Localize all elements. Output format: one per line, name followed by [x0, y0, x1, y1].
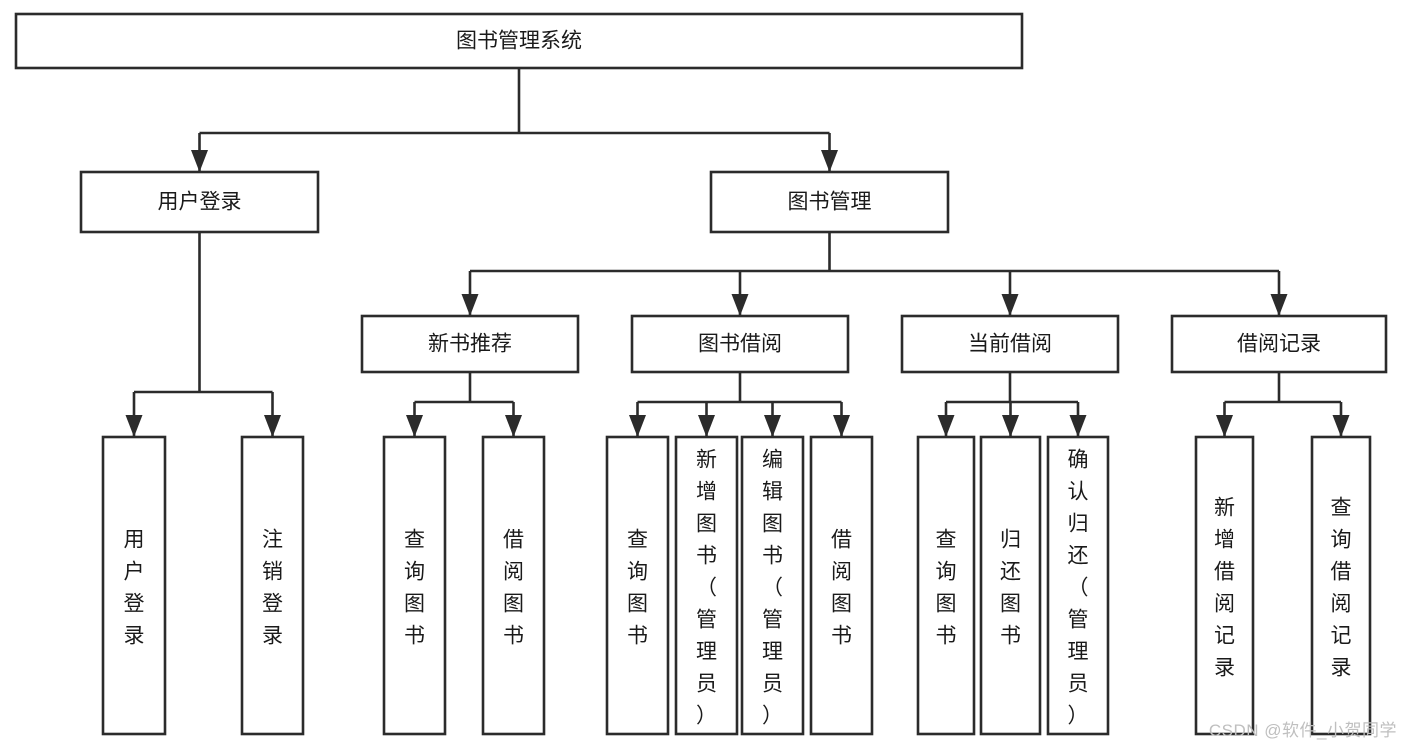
arrow-head-icon [406, 415, 423, 437]
node-box [674, 435, 739, 736]
node-label: 图书管理系统 [456, 30, 582, 53]
node-label: 借阅记录 [1237, 333, 1321, 356]
connector-layer [125, 68, 1350, 437]
arrow-head-icon [833, 415, 850, 437]
node-l2-book-mgmt[interactable]: 图书管理 [709, 170, 950, 234]
node-label: 新增图书（管理员） [696, 448, 717, 727]
arrow-head-icon [505, 415, 522, 437]
node-label: 查询借阅记录 [1331, 496, 1352, 679]
arrow-head-icon [937, 415, 955, 437]
node-root[interactable]: 图书管理系统 [14, 12, 1024, 70]
node-box [916, 435, 976, 736]
node-label: 借阅图书 [503, 528, 524, 647]
arrow-head-icon [731, 294, 749, 316]
node-box [240, 435, 305, 736]
node-label: 用户登录 [124, 528, 145, 647]
node-leaf-nb-borrow[interactable]: 借阅图书 [481, 435, 546, 736]
node-box [1046, 435, 1110, 736]
node-l3-current[interactable]: 当前借阅 [900, 314, 1120, 374]
node-box [709, 170, 950, 234]
node-leaf-bb-add[interactable]: 新增图书（管理员） [674, 435, 739, 736]
node-leaf-cb-confirm[interactable]: 确认归还（管理员） [1046, 435, 1110, 736]
arrow-head-icon [764, 415, 781, 437]
node-box [809, 435, 874, 736]
arrow-head-icon [1270, 294, 1288, 316]
node-label: 归还图书 [1000, 528, 1021, 647]
node-leaf-bb-edit[interactable]: 编辑图书（管理员） [740, 435, 805, 736]
arrow-head-icon [1216, 415, 1233, 437]
node-box [1194, 435, 1255, 736]
node-leaf-nb-query[interactable]: 查询图书 [382, 435, 447, 736]
arrow-head-icon [698, 415, 715, 437]
node-leaf-user-logout[interactable]: 注销登录 [240, 435, 305, 736]
node-label: 图书管理 [788, 191, 872, 214]
node-label: 确认归还（管理员） [1068, 448, 1089, 727]
node-label: 图书借阅 [698, 333, 782, 356]
csdn-watermark: CSDN @软件_小贺同学 [1208, 721, 1397, 740]
node-leaf-rec-add[interactable]: 新增借阅记录 [1194, 435, 1255, 736]
node-l2-user-login[interactable]: 用户登录 [79, 170, 320, 234]
arrow-head-icon [1069, 415, 1087, 437]
node-label: 当前借阅 [968, 333, 1052, 356]
node-box [79, 170, 320, 234]
arrow-head-icon [821, 150, 838, 172]
arrow-head-icon [461, 294, 479, 316]
node-box [101, 435, 167, 736]
arrow-head-icon [1002, 415, 1019, 437]
node-label: 用户登录 [158, 191, 242, 214]
node-box [360, 314, 580, 374]
node-box [900, 314, 1120, 374]
node-l3-new-book[interactable]: 新书推荐 [360, 314, 580, 374]
node-leaf-cb-query[interactable]: 查询图书 [916, 435, 976, 736]
node-box [630, 314, 850, 374]
arrow-head-icon [629, 415, 646, 437]
node-leaf-user-login[interactable]: 用户登录 [101, 435, 167, 736]
node-box [382, 435, 447, 736]
node-leaf-bb-borrow[interactable]: 借阅图书 [809, 435, 874, 736]
node-label: 查询图书 [936, 528, 957, 647]
node-box [14, 12, 1024, 70]
node-leaf-bb-query[interactable]: 查询图书 [605, 435, 670, 736]
node-label: 新书推荐 [428, 333, 512, 356]
node-box [1310, 435, 1372, 736]
node-label: 编辑图书（管理员） [762, 448, 783, 727]
node-label: 新增借阅记录 [1214, 496, 1235, 679]
arrow-head-icon [1001, 294, 1019, 316]
arrow-head-icon [191, 150, 208, 172]
node-leaf-cb-return[interactable]: 归还图书 [979, 435, 1042, 736]
node-layer: 图书管理系统用户登录图书管理新书推荐图书借阅当前借阅借阅记录用户登录注销登录查询… [14, 12, 1388, 736]
node-label: 注销登录 [262, 528, 283, 647]
node-l3-records[interactable]: 借阅记录 [1170, 314, 1388, 374]
node-leaf-rec-query[interactable]: 查询借阅记录 [1310, 435, 1372, 736]
arrow-head-icon [1332, 415, 1350, 437]
node-label: 查询图书 [404, 528, 425, 647]
arrow-head-icon [264, 415, 281, 437]
node-box [481, 435, 546, 736]
node-box [1170, 314, 1388, 374]
node-label: 借阅图书 [831, 528, 852, 647]
node-box [740, 435, 805, 736]
arrow-head-icon [125, 415, 143, 437]
node-label: 查询图书 [627, 528, 648, 647]
node-box [979, 435, 1042, 736]
node-l3-borrow[interactable]: 图书借阅 [630, 314, 850, 374]
node-box [605, 435, 670, 736]
